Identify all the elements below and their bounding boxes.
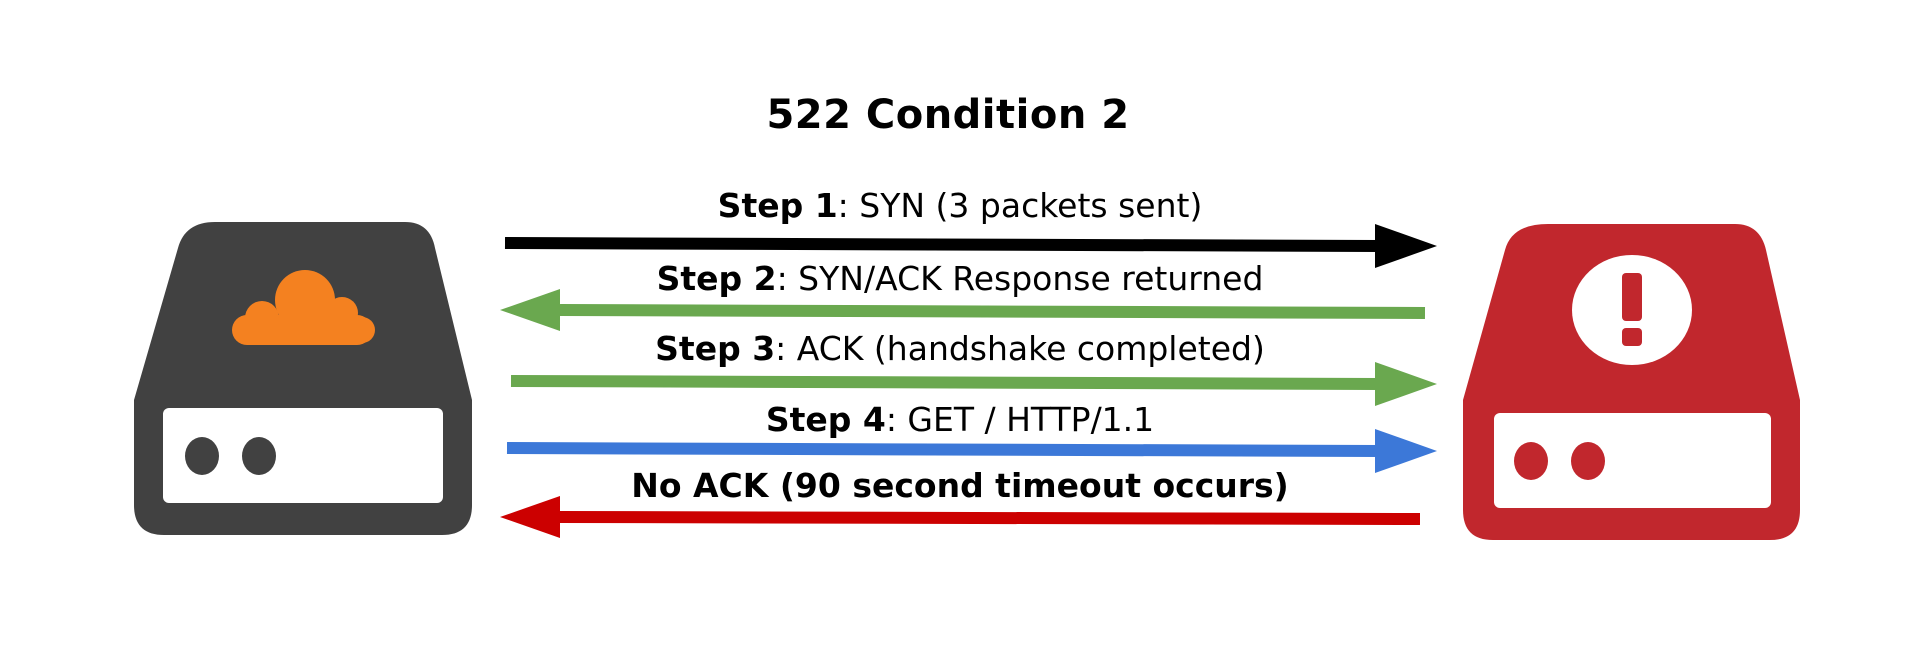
step-2-bold: Step 2 <box>656 259 777 298</box>
cloud-icon <box>232 270 375 345</box>
step-5-label: No ACK (90 second timeout occurs) <box>410 466 1510 505</box>
step-1-label: Step 1: SYN (3 packets sent) <box>410 186 1510 225</box>
step-2-arrow <box>500 289 1426 331</box>
step-4-text: : GET / HTTP/1.1 <box>885 400 1155 439</box>
step-3-arrow <box>510 362 1437 406</box>
step-4-arrow <box>506 429 1437 473</box>
diagram-title: 522 Condition 2 <box>766 92 1130 138</box>
step-2-text: : SYN/ACK Response returned <box>776 259 1264 298</box>
step-1-text: : SYN (3 packets sent) <box>837 186 1203 225</box>
step-3-label: Step 3: ACK (handshake completed) <box>410 329 1510 368</box>
step-3-bold: Step 3 <box>655 329 776 368</box>
cloudflare-server-icon <box>134 222 472 535</box>
step-2-label: Step 2: SYN/ACK Response returned <box>410 259 1510 298</box>
step-4-bold: Step 4 <box>765 400 886 439</box>
step-1-bold: Step 1 <box>717 186 838 225</box>
step-5-bold: No ACK (90 second timeout occurs) <box>631 466 1289 505</box>
exclamation-icon <box>1572 255 1692 365</box>
step-1-arrow <box>504 224 1437 268</box>
step-4-label: Step 4: GET / HTTP/1.1 <box>410 400 1510 439</box>
step-3-text: : ACK (handshake completed) <box>775 329 1265 368</box>
step-5-arrow <box>500 496 1421 538</box>
error-server-icon <box>1463 224 1800 540</box>
